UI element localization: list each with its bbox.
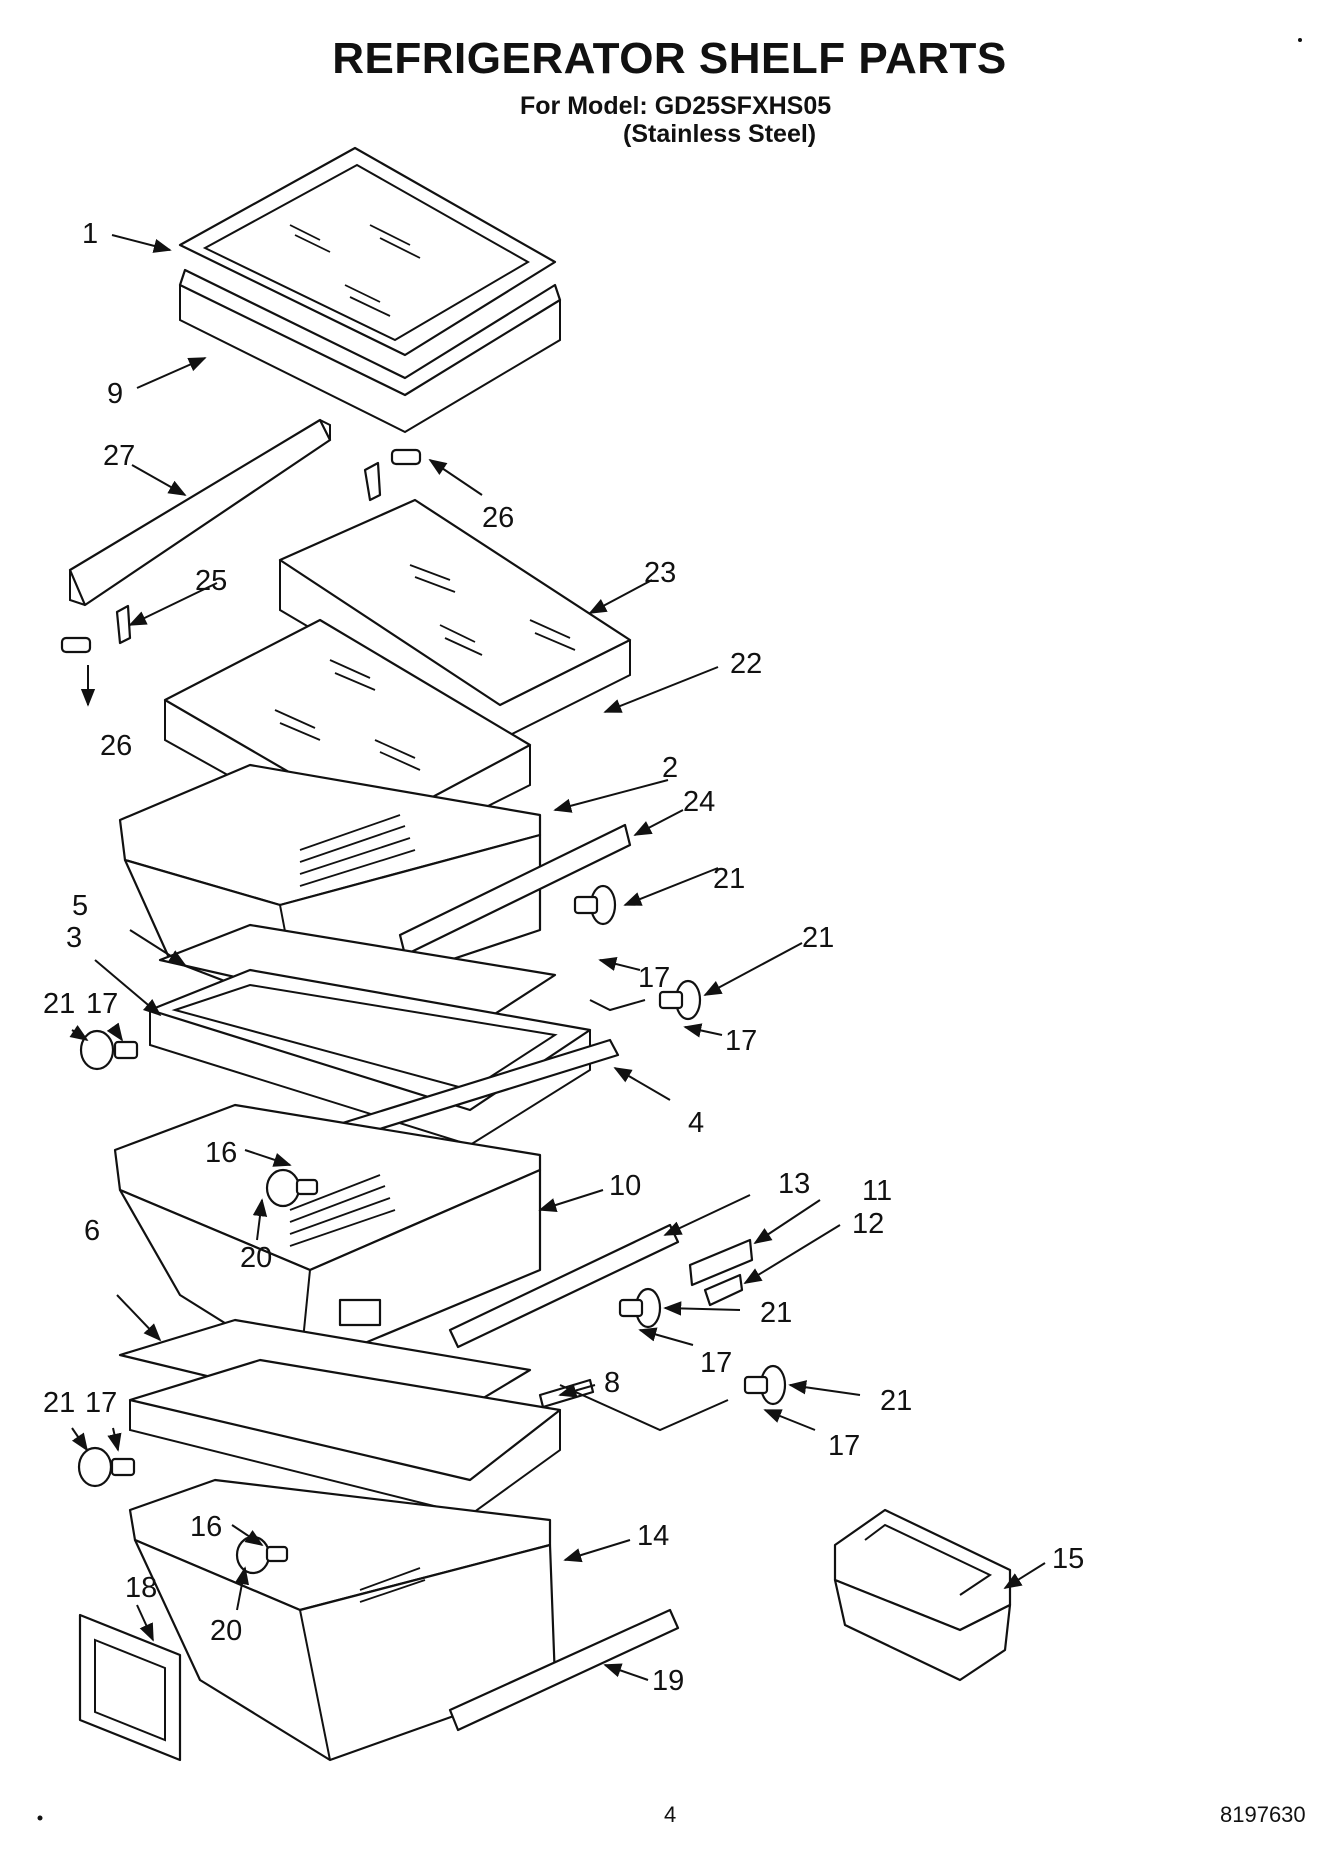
callout-17-a: 17 (638, 962, 670, 994)
callout-11: 11 (862, 1175, 892, 1207)
part-15-bin (833, 1508, 1012, 1682)
part-9-shelf-frame (178, 268, 562, 434)
document-number: 8197630 (1220, 1802, 1306, 1827)
callout-5: 5 (72, 890, 88, 922)
callout-21-e: 21 (880, 1385, 912, 1417)
callout-17-f: 17 (85, 1387, 117, 1419)
callout-16-a: 16 (205, 1137, 237, 1169)
page-title: REFRIGERATOR SHELF PARTS (332, 34, 1007, 83)
part-11-label (688, 1238, 754, 1287)
part-24-handle (398, 823, 632, 957)
callout-6: 6 (84, 1215, 100, 1247)
part-17-screw (110, 895, 769, 1563)
corner-mark (37, 1815, 43, 1821)
callout-2: 2 (662, 752, 678, 784)
part-26-screw (60, 448, 422, 654)
part-19-handle (448, 1608, 680, 1732)
callout-26-lower: 26 (100, 730, 132, 762)
part-23-shelf (278, 498, 632, 742)
part-27-shelf-trim (68, 418, 332, 607)
callout-17-c: 17 (86, 988, 118, 1020)
callout-21-d: 21 (760, 1297, 792, 1329)
callout-13: 13 (778, 1168, 810, 1200)
callout-25: 25 (195, 565, 227, 597)
callout-21-b: 21 (802, 922, 834, 954)
callout-24: 24 (683, 786, 715, 818)
callout-21-f: 21 (43, 1387, 75, 1419)
callout-20-b: 20 (210, 1615, 242, 1647)
part-13-handle (448, 1223, 680, 1349)
finish-line: (Stainless Steel) (623, 120, 817, 148)
callout-17-e: 17 (828, 1430, 860, 1462)
callout-19: 19 (652, 1665, 684, 1697)
callout-15: 15 (1052, 1543, 1084, 1575)
callout-4: 4 (688, 1107, 704, 1139)
model-line: For Model: GD25SFXHS05 (520, 92, 832, 120)
callout-labels: 1 9 27 26 25 26 23 22 2 24 21 17 21 17 5… (43, 218, 1084, 1697)
callout-20-a: 20 (240, 1242, 272, 1274)
callout-16-b: 16 (190, 1511, 222, 1543)
callout-23: 23 (644, 557, 676, 589)
part-12-clip (703, 1273, 744, 1307)
leader-lines (69, 234, 1046, 1681)
callout-26-upper: 26 (482, 502, 514, 534)
callout-14: 14 (637, 1520, 669, 1552)
callout-12: 12 (852, 1208, 884, 1240)
callout-22: 22 (730, 648, 762, 680)
callout-1: 1 (82, 218, 98, 250)
callout-21-a: 21 (713, 863, 745, 895)
part-10-crisper-drawer (113, 1103, 542, 1372)
callout-17-b: 17 (725, 1025, 757, 1057)
corner-mark (1298, 38, 1302, 42)
callout-18: 18 (125, 1572, 157, 1604)
callout-17-d: 17 (700, 1347, 732, 1379)
callout-3: 3 (66, 922, 82, 954)
part-18-label (78, 1613, 182, 1762)
page-number: 4 (664, 1802, 677, 1827)
callout-27: 27 (103, 440, 135, 472)
callout-10: 10 (609, 1170, 641, 1202)
callout-9: 9 (107, 378, 123, 410)
part-25-bracket (115, 461, 382, 645)
callout-8: 8 (604, 1367, 620, 1399)
callout-21-c: 21 (43, 988, 75, 1020)
part-1-top-shelf (178, 146, 557, 357)
